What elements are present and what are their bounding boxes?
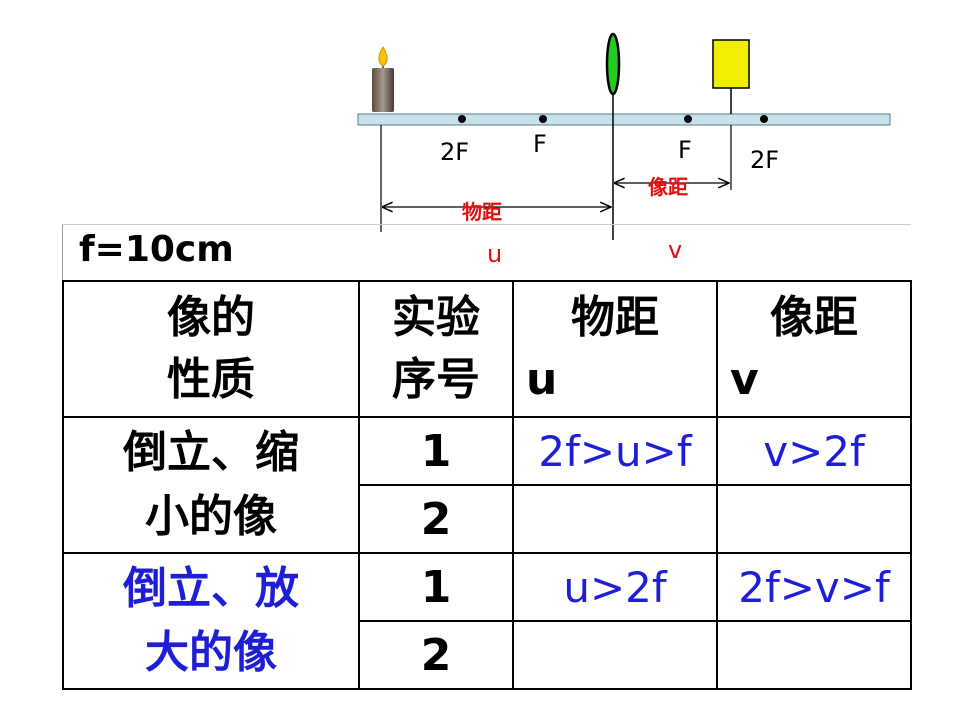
object-distance-cell: u>2f [512, 552, 718, 622]
header-image-distance: 像距 v [716, 280, 912, 418]
header-property: 像的 性质 [62, 280, 360, 418]
focal-length-row: f=10cm [62, 224, 911, 281]
convex-lens [605, 32, 621, 96]
property-cell-reduced: 倒立、缩 小的像 [62, 416, 360, 554]
sequence-cell: 2 [358, 484, 514, 554]
property-cell-enlarged: 倒立、放 大的像 [62, 552, 360, 690]
table-row: 倒立、放 大的像 1 u>2f 2f>v>f [62, 552, 912, 690]
focal-length-value: f=10cm [79, 229, 234, 270]
sequence-cell: 1 [358, 552, 514, 622]
image-distance-cell [716, 484, 912, 554]
table-row: 倒立、缩 小的像 1 2f>u>f v>2f [62, 416, 912, 554]
left-f-point [539, 115, 547, 123]
image-distance-cell [716, 620, 912, 690]
object-distance-label: 物距 [462, 200, 502, 224]
image-distance-cell: v>2f [716, 416, 912, 486]
object-distance-symbol: u [487, 240, 502, 268]
table-row: 2 [63, 484, 912, 554]
sequence-cell: 2 [358, 620, 514, 690]
right-2f-label: 2F [750, 146, 779, 174]
object-distance-cell: 2f>u>f [512, 416, 718, 486]
image-distance-label: 像距 [648, 175, 688, 199]
left-f-label: F [533, 130, 547, 158]
object-distance-cell [512, 484, 718, 554]
right-f-point [684, 115, 692, 123]
experiment-table: 像的 性质 实验 序号 物距 u 像距 v 倒立、缩 小的像 1 2f>u>f … [62, 280, 912, 690]
left-2f-point [458, 115, 466, 123]
object-distance-cell [512, 620, 718, 690]
header-object-distance: 物距 u [512, 280, 718, 418]
optical-rail [357, 113, 891, 126]
image-distance-cell: 2f>v>f [716, 552, 912, 622]
light-screen-image [712, 39, 750, 114]
right-f-label: F [678, 136, 692, 164]
sequence-cell: 1 [358, 416, 514, 486]
candle-object [372, 46, 394, 112]
right-2f-point [760, 115, 768, 123]
optical-bench-diagram: 2F F F 2F 物距 像距 u v [357, 32, 891, 268]
header-sequence: 实验 序号 [358, 280, 514, 418]
table-row: 2 [63, 620, 912, 690]
left-2f-label: 2F [440, 138, 469, 166]
table-header-row: 像的 性质 实验 序号 物距 u 像距 v [62, 280, 912, 418]
image-distance-symbol: v [668, 236, 682, 264]
